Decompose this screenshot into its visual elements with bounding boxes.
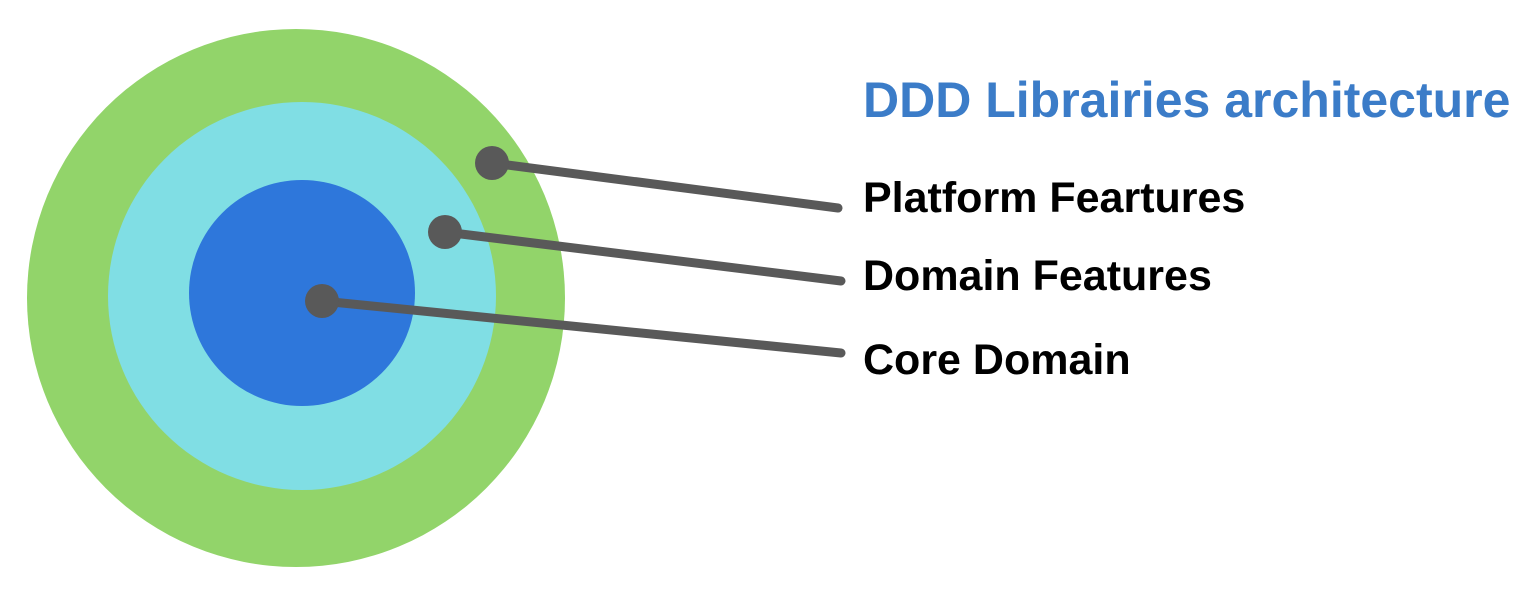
ring-label-core-domain: Core Domain [863, 336, 1131, 384]
callout-dot-platform [475, 146, 509, 180]
core-domain-circle [189, 180, 415, 406]
callout-dot-core [305, 284, 339, 318]
callout-dot-domain [428, 215, 462, 249]
callout-line-domain [440, 227, 846, 286]
page-title: DDD Librairies architecture [863, 72, 1511, 128]
ring-label-platform-features: Platform Feartures [863, 174, 1246, 222]
callout-line-core [317, 296, 846, 358]
callout-line-platform [487, 158, 843, 213]
ring-label-domain-features: Domain Features [863, 252, 1212, 300]
